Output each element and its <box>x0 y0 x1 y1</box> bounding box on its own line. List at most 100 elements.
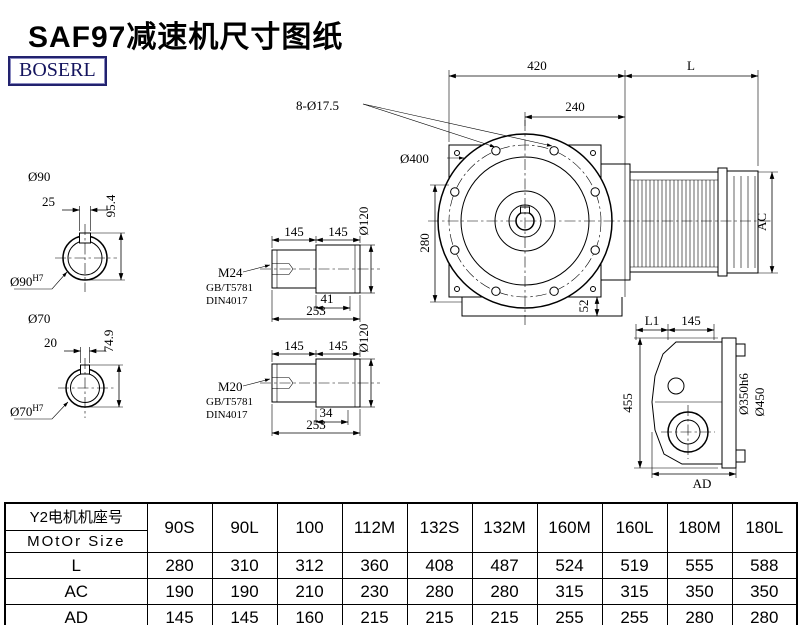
table-row-ad: AD 145 145 160 215 215 215 255 255 280 2… <box>4 604 798 625</box>
total-len-label: 253 <box>306 417 326 432</box>
shaft-detail-lower: 145 145 Ø120 M20 GB/T5781 DIN4017 34 253 <box>206 324 380 436</box>
column-header: 90S <box>146 502 213 553</box>
column-header: 160L <box>601 502 668 553</box>
column-header: 160M <box>536 502 603 553</box>
cell: 255 <box>536 604 603 625</box>
table-header-row: Y2电机机座号 MOtOr Size 90S 90L 100 112M 132S… <box>4 502 798 553</box>
motor <box>629 167 759 277</box>
side-view: L1 145 455 Ø350h6 Ø450 AD <box>620 313 767 491</box>
len-b-label: 145 <box>328 338 348 353</box>
cell: 487 <box>471 552 538 579</box>
cell: 280 <box>731 604 798 625</box>
thread-len-label: 41 <box>321 291 334 306</box>
table-row-l: L 280 310 312 360 408 487 524 519 555 58… <box>4 552 798 579</box>
bolt-holes-note: 8-Ø17.5 <box>296 98 339 113</box>
dim-52-label: 52 <box>576 300 591 313</box>
front-view <box>428 120 772 325</box>
column-header: 180L <box>731 502 798 553</box>
cell: 210 <box>276 578 343 605</box>
cell: 524 <box>536 552 603 579</box>
shaft-dia-label: Ø90 <box>28 169 50 184</box>
cell: 255 <box>601 604 668 625</box>
dia-350-label: Ø350h6 <box>736 373 751 415</box>
cell: 215 <box>471 604 538 625</box>
thread-len-label: 34 <box>320 405 334 420</box>
key-width-label: 25 <box>42 194 55 209</box>
cell: 315 <box>601 578 668 605</box>
key-width-label: 20 <box>44 335 57 350</box>
cell: 588 <box>731 552 798 579</box>
column-header: 100 <box>276 502 343 553</box>
table-header-cn: Y2电机机座号 <box>6 504 147 531</box>
cell: 280 <box>406 578 473 605</box>
row-label: AC <box>4 578 148 605</box>
cell: 350 <box>731 578 798 605</box>
bolt-holes <box>450 146 600 296</box>
motor-size-table: Y2电机机座号 MOtOr Size 90S 90L 100 112M 132S… <box>4 502 798 625</box>
standard2-label: DIN4017 <box>206 409 248 421</box>
cell: 215 <box>341 604 408 625</box>
motor-fins <box>633 180 715 267</box>
column-header: 112M <box>341 502 408 553</box>
column-header: 132S <box>406 502 473 553</box>
len-b-label: 145 <box>328 224 348 239</box>
cell: 360 <box>341 552 408 579</box>
row-label: L <box>4 552 148 579</box>
cell: 310 <box>211 552 278 579</box>
cell: 145 <box>211 604 278 625</box>
dim-l-label: L <box>687 58 695 73</box>
row-label: AD <box>4 604 148 625</box>
cell: 280 <box>666 604 733 625</box>
cell: 215 <box>406 604 473 625</box>
column-header: 132M <box>471 502 538 553</box>
dim-240-label: 240 <box>565 99 585 114</box>
cell: 230 <box>341 578 408 605</box>
standard2-label: DIN4017 <box>206 295 248 307</box>
bore-label: Ø70H7 <box>10 403 44 419</box>
cell: 160 <box>276 604 343 625</box>
cell: 408 <box>406 552 473 579</box>
shaft-end-view-lower: Ø70 20 74.9 Ø70H7 <box>10 311 123 420</box>
thread-label: M20 <box>218 379 243 394</box>
dim-145-label: 145 <box>681 313 701 328</box>
technical-drawing: 420 L 240 8-Ø17.5 Ø400 280 52 AC <box>10 58 778 491</box>
standard1-label: GB/T5781 <box>206 396 253 408</box>
shaft-dia-label: Ø120 <box>356 324 371 353</box>
key-depth-label: 74.9 <box>101 330 116 353</box>
bore-label: Ø90H7 <box>10 273 44 289</box>
thread-label: M24 <box>218 265 243 280</box>
shaft-detail-upper: 145 145 Ø120 M24 GB/T5781 DIN4017 41 253 <box>206 207 380 322</box>
cell: 312 <box>276 552 343 579</box>
brand-logo: BOSERL <box>8 56 107 86</box>
shaft-dia-label: Ø120 <box>356 207 371 236</box>
total-len-label: 253 <box>306 303 326 318</box>
cell: 190 <box>211 578 278 605</box>
dim-ac-label: AC <box>754 213 769 231</box>
dim-ad-label: AD <box>693 476 712 491</box>
cell: 145 <box>146 604 213 625</box>
front-view-dimensions: 420 L 240 8-Ø17.5 Ø400 280 52 AC <box>296 58 778 317</box>
dim-280-label: 280 <box>417 233 432 253</box>
table-row-ac: AC 190 190 210 230 280 280 315 315 350 3… <box>4 578 798 605</box>
fan-cover <box>726 170 759 274</box>
shaft-dia-label: Ø70 <box>28 311 50 326</box>
page-title: SAF97减速机尺寸图纸 <box>28 21 344 54</box>
dia-450-label: Ø450 <box>752 388 767 417</box>
cell: 350 <box>666 578 733 605</box>
cell: 555 <box>666 552 733 579</box>
key-depth-label: 95.4 <box>103 194 118 217</box>
cell: 280 <box>146 552 213 579</box>
column-header: 180M <box>666 502 733 553</box>
cell: 519 <box>601 552 668 579</box>
dim-l1-label: L1 <box>645 313 659 328</box>
cell: 190 <box>146 578 213 605</box>
column-header: 90L <box>211 502 278 553</box>
dim-420-label: 420 <box>527 58 547 73</box>
len-a-label: 145 <box>284 338 304 353</box>
cell: 315 <box>536 578 603 605</box>
table-header-cell: Y2电机机座号 MOtOr Size <box>4 502 148 553</box>
shaft-end-view-upper: Ø90 25 95.4 Ø90H7 <box>10 169 125 292</box>
standard1-label: GB/T5781 <box>206 282 253 294</box>
flange-diameter-label: Ø400 <box>400 151 429 166</box>
